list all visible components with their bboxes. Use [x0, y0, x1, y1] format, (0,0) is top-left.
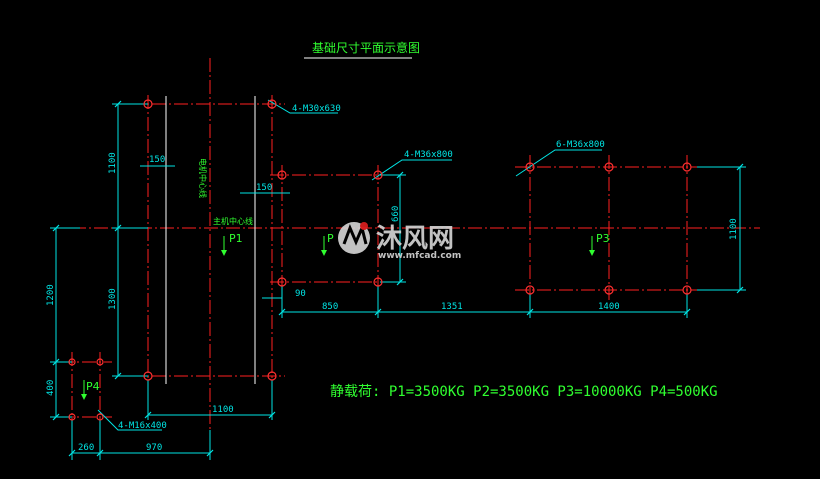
static-load-text: 静载荷: P1=3500KG P2=3500KG P3=10000KG P4=5… [330, 384, 718, 400]
bolt-hole [96, 358, 104, 366]
bolt-hole [277, 170, 287, 180]
dimension-ticks [52, 100, 744, 457]
bolt-hole [525, 162, 535, 172]
dim-400: 400 [46, 380, 56, 396]
dim-970: 970 [146, 443, 162, 453]
load-arrows [81, 236, 595, 400]
main-axis-label: 主机中心线 [213, 216, 253, 226]
dim-850: 850 [322, 302, 338, 312]
dim-1351: 1351 [441, 302, 463, 312]
bolt-hole [682, 285, 692, 295]
dim-90: 90 [295, 289, 306, 299]
bolt-hole [68, 358, 76, 366]
leader-bolt-b [371, 159, 452, 181]
bolt-hole [267, 99, 277, 109]
bolt-label-b: 4-M36x800 [404, 150, 453, 160]
leader-bolt-a [267, 99, 338, 114]
motor-axis-label: 电机中心线 [198, 158, 208, 198]
white-outlines [165, 57, 412, 384]
dim-1100-right: 1100 [729, 218, 739, 240]
p2-label: P [327, 232, 334, 245]
bolt-hole [267, 371, 277, 381]
bolt-label-d: 4-M16x400 [118, 421, 167, 431]
dim-1200: 1200 [46, 284, 56, 306]
bolt-hole [373, 170, 383, 180]
leader-bolt-c [515, 149, 602, 177]
dim-1100-vertical: 1100 [108, 152, 118, 174]
watermark-brand: 沐风网 [376, 224, 454, 254]
drawing-title: 基础尺寸平面示意图 [312, 40, 420, 55]
bolt-hole [277, 277, 287, 287]
bolt-hole [525, 285, 535, 295]
p3-label: P3 [596, 232, 610, 245]
dim-1300: 1300 [108, 288, 118, 310]
bolt-hole [96, 413, 104, 421]
dim-1100-bottom: 1100 [212, 405, 234, 415]
bolt-hole [143, 371, 153, 381]
bolt-hole [604, 162, 614, 172]
bolt-hole [143, 99, 153, 109]
dim-1400: 1400 [598, 302, 620, 312]
watermark: 沐风网 www.mfcad.com [338, 222, 461, 261]
dim-260: 260 [78, 443, 94, 453]
bolt-hole [373, 277, 383, 287]
bolt-label-a: 4-M30x630 [292, 104, 341, 114]
bolt-label-c: 6-M36x800 [556, 140, 605, 150]
bolt-hole [68, 413, 76, 421]
dimension-lines [50, 99, 746, 460]
watermark-logo-icon [338, 222, 370, 254]
dim-660: 660 [391, 206, 401, 222]
dim-150-right: 150 [256, 183, 272, 193]
bolt-holes [68, 99, 692, 421]
dim-150-left: 150 [149, 155, 165, 165]
p1-label: P1 [229, 232, 243, 245]
bolt-hole [682, 162, 692, 172]
p4-label: P4 [86, 380, 100, 393]
bolt-hole [604, 285, 614, 295]
watermark-url: www.mfcad.com [378, 251, 461, 261]
leader-bolt-d [97, 409, 162, 431]
